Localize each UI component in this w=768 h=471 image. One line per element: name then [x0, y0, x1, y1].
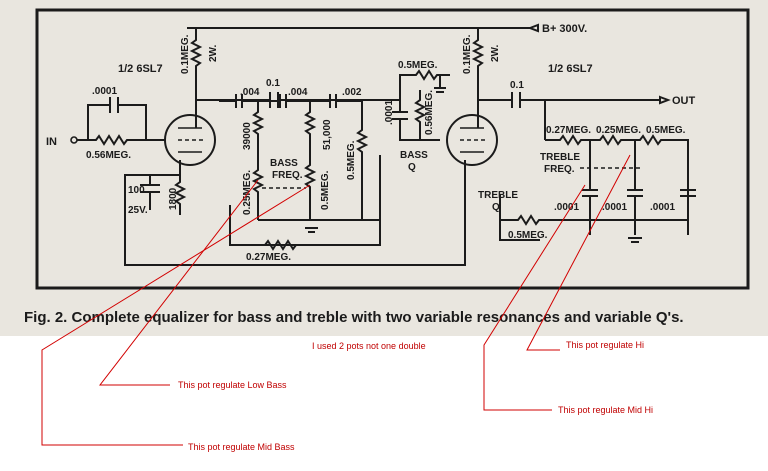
- treble-cap-3-value: .0001: [650, 202, 675, 213]
- treble-q-label-1: TREBLE: [478, 190, 518, 201]
- bass-q-section: 0.5MEG. .0001 0.56MEG. BASS Q: [384, 60, 450, 173]
- pot-bass-q-value: 0.5MEG.: [398, 60, 438, 71]
- cap-002-value: .002: [342, 87, 362, 98]
- treble-pot-b-value: 0.5MEG.: [646, 125, 686, 136]
- cathode-network: 100 25V. 1800: [124, 160, 466, 266]
- tube-right: 0.1MEG. 2W.: [446, 28, 501, 166]
- input-section: IN .0001 0.56MEG.: [46, 86, 165, 161]
- figure-caption: Fig. 2. Complete equalizer for bass and …: [24, 309, 684, 326]
- note-mid-bass: This pot regulate Mid Bass: [188, 442, 295, 452]
- bass-q-label-1: BASS: [400, 150, 428, 161]
- output-cap-value: 0.1: [510, 80, 524, 91]
- tube-left-label: 1/2 6SL7: [118, 63, 163, 75]
- pot-mid-value: 0.5MEG.: [346, 140, 357, 180]
- schematic-frame: [35, 8, 750, 290]
- tube-left: [164, 100, 216, 166]
- input-label: IN: [46, 136, 57, 148]
- output-label: OUT: [672, 95, 696, 107]
- pot-bass-a-value: 0.25MEG.: [242, 170, 253, 215]
- pot-bass-b-value: 0.5MEG.: [320, 170, 331, 210]
- note-low-bass: This pot regulate Low Bass: [178, 380, 287, 390]
- cap-004b-value: .004: [288, 87, 308, 98]
- bass-freq-label-1: BASS: [270, 158, 298, 169]
- treble-cap-2-value: .0001: [602, 202, 627, 213]
- treble-cap-1-value: .0001: [554, 202, 579, 213]
- treble-network: 0.27MEG. 0.25MEG. 0.5MEG. TREBLE FREQ. .…: [478, 125, 696, 243]
- annotation-lines: [41, 154, 631, 446]
- input-cap-value: .0001: [92, 86, 117, 97]
- resistor-51000-value: 51,000: [322, 119, 333, 150]
- tube-right-label: 1/2 6SL7: [548, 63, 593, 75]
- output-section: 0.1 OUT: [478, 80, 696, 140]
- cap-0001-mid-value: .0001: [384, 100, 395, 125]
- note-hi: This pot regulate Hi: [566, 340, 644, 350]
- note-mid-hi: This pot regulate Mid Hi: [558, 405, 653, 415]
- plate-right-value: 0.1MEG.: [462, 34, 473, 74]
- resistor-39000-value: 39000: [242, 122, 253, 150]
- treble-q-label-2: Q: [492, 202, 500, 213]
- treble-q-pot-value: 0.5MEG.: [508, 230, 548, 241]
- supply-label: B+ 300V.: [542, 23, 587, 35]
- note-two-pots: I used 2 pots not one double: [312, 341, 426, 351]
- cathode-resistor-value: 1800: [168, 187, 179, 210]
- input-resistor-value: 0.56MEG.: [86, 150, 131, 161]
- plate-left-value: 0.1MEG.: [180, 34, 191, 74]
- treble-freq-label-2: FREQ.: [544, 164, 575, 175]
- feedback-resistor-value: 0.27MEG.: [246, 252, 291, 263]
- plate-right-watt: 2W.: [490, 45, 501, 62]
- resistor-056-mid-value: 0.56MEG.: [424, 90, 435, 135]
- b-plus-rail: B+ 300V.: [187, 23, 587, 35]
- treble-freq-label-1: TREBLE: [540, 152, 580, 163]
- plate-left-watt: 2W.: [208, 45, 219, 62]
- cathode-cap-voltage: 25V.: [128, 205, 148, 216]
- coupling-cap-value: 0.1: [266, 78, 280, 89]
- plate-resistor-left: 0.1MEG. 2W.: [180, 28, 219, 100]
- bass-freq-label-2: FREQ.: [272, 170, 303, 181]
- treble-resistor-value: 0.27MEG.: [546, 125, 591, 136]
- treble-pot-a-value: 0.25MEG.: [596, 125, 641, 136]
- cap-004a-value: .004: [240, 87, 260, 98]
- annotation-notes: I used 2 pots not one double This pot re…: [178, 340, 653, 452]
- cathode-cap-value: 100: [128, 185, 145, 196]
- bass-network: .004 .004 .002 39000 0.25MEG. 51,000 0.5…: [219, 87, 381, 263]
- bass-q-label-2: Q: [408, 162, 416, 173]
